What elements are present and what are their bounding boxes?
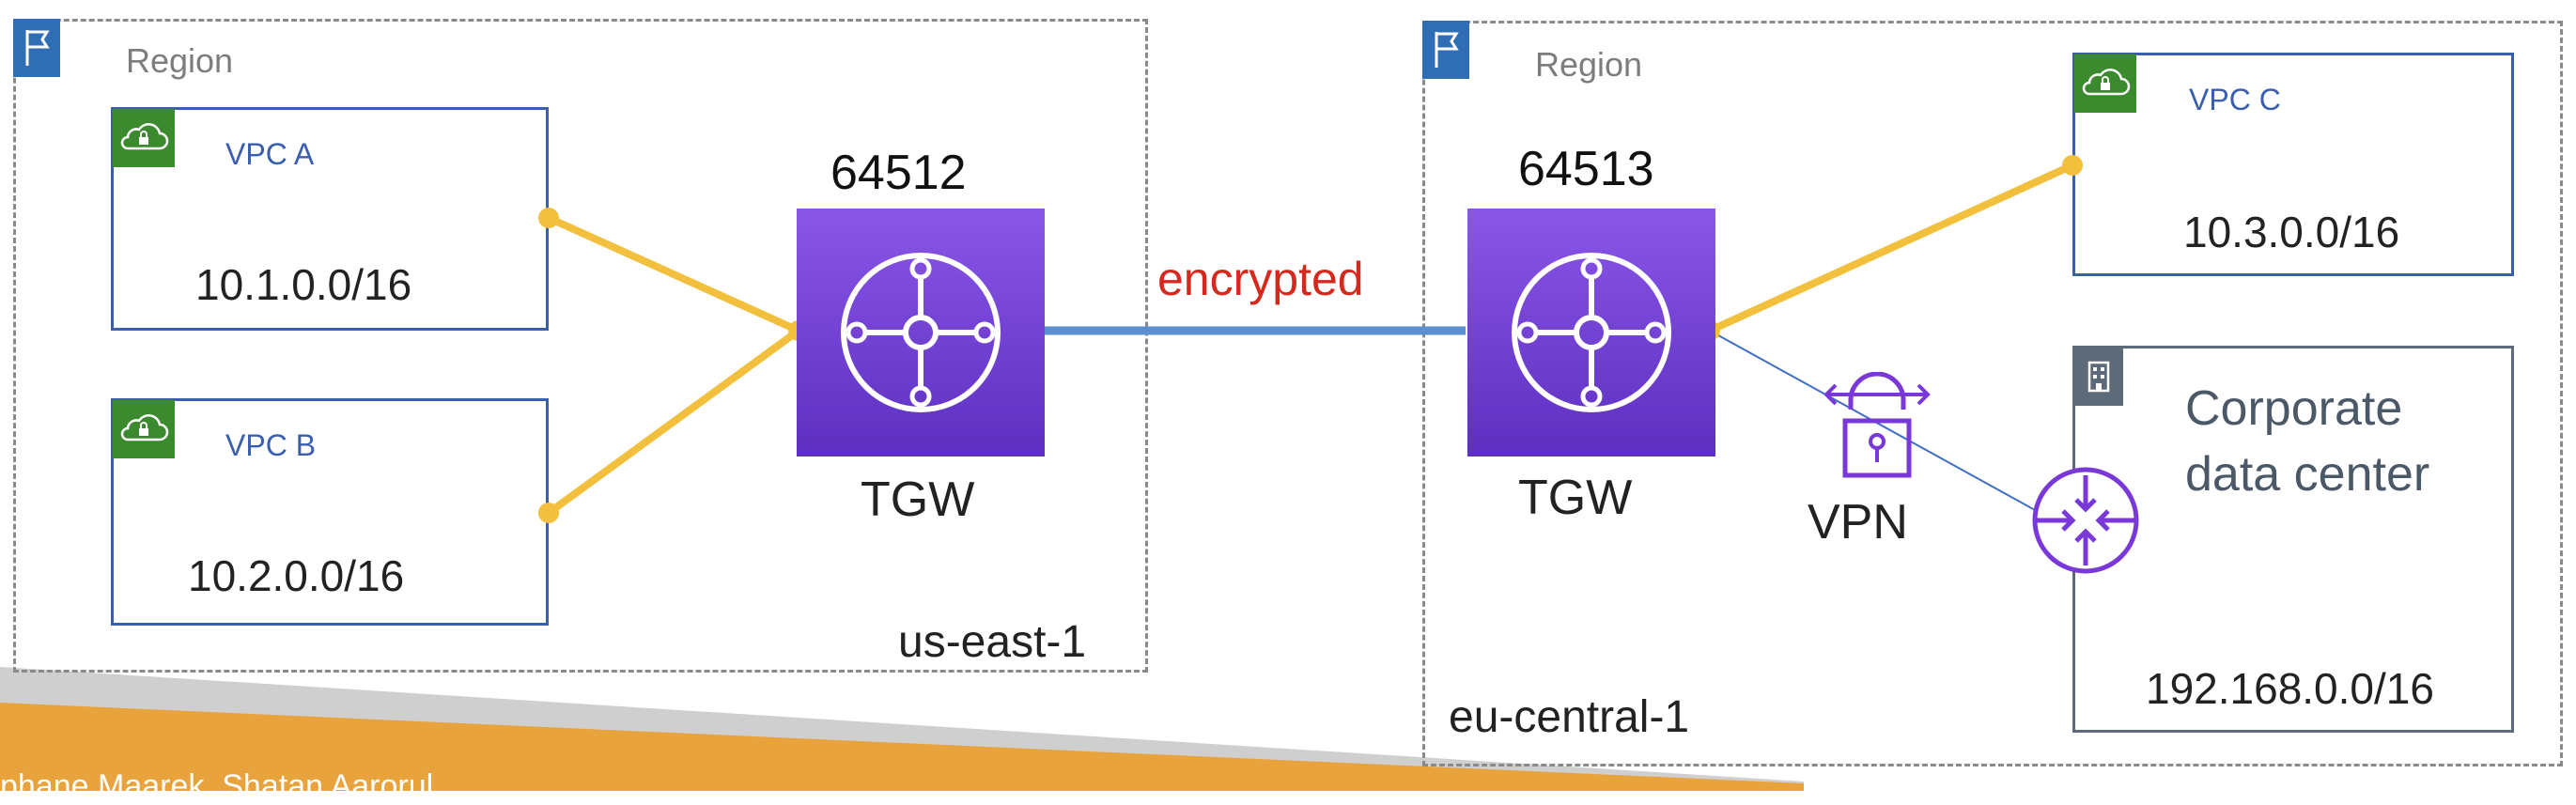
vpc-cloud-lock-icon <box>113 400 175 458</box>
vpc-a-box <box>111 107 549 331</box>
tgw-1-asn: 64512 <box>830 146 967 200</box>
transit-gateway-icon <box>797 209 1045 457</box>
attachment-point <box>538 208 559 228</box>
attachment-point <box>2062 155 2083 176</box>
vpc-c-name: VPC C <box>2189 83 2281 116</box>
corporate-name-line1: Corporate <box>2185 381 2403 436</box>
vpc-b-cidr: 10.2.0.0/16 <box>188 551 405 600</box>
tgw-2-label: TGW <box>1518 471 1633 525</box>
corporate-cidr: 192.168.0.0/16 <box>2146 664 2434 713</box>
attachment-line-vpc-b <box>546 327 801 517</box>
building-icon <box>2074 348 2123 406</box>
attachment-line-vpc-c <box>1708 162 2074 334</box>
region-label: Region <box>1535 45 1643 84</box>
vpc-a-cidr: 10.1.0.0/16 <box>195 260 412 309</box>
region-eu-central-1 <box>1422 21 2563 766</box>
attachment-point <box>538 503 559 523</box>
flag-icon <box>1422 21 1469 79</box>
corporate-data-center-box <box>2072 346 2514 733</box>
tgw-1-label: TGW <box>861 472 975 527</box>
vpn-lock-icon <box>1823 371 1932 481</box>
vpc-cloud-lock-icon <box>2074 54 2136 113</box>
router-icon <box>2029 464 2142 577</box>
corporate-name-line2: data center <box>2185 447 2430 502</box>
vpc-c-box <box>2072 53 2514 276</box>
attachment-line-vpc-a <box>547 214 800 334</box>
vpc-c-cidr: 10.3.0.0/16 <box>2183 208 2400 256</box>
region-us-east-1 <box>13 19 1148 673</box>
vpc-cloud-lock-icon <box>113 109 175 167</box>
transit-gateway-icon <box>1467 209 1715 457</box>
flag-icon <box>13 19 60 77</box>
tgw-2-asn: 64513 <box>1518 142 1654 196</box>
vpc-b-name: VPC B <box>225 428 317 462</box>
region-name-us-east-1: us-east-1 <box>898 617 1087 667</box>
region-name-eu-central-1: eu-central-1 <box>1449 692 1690 742</box>
vpc-a-name: VPC A <box>225 137 315 171</box>
vpn-label: VPN <box>1808 495 1908 550</box>
region-label: Region <box>126 41 234 80</box>
vpn-line <box>1709 330 2055 521</box>
peering-label: encrypted <box>1157 253 1364 305</box>
